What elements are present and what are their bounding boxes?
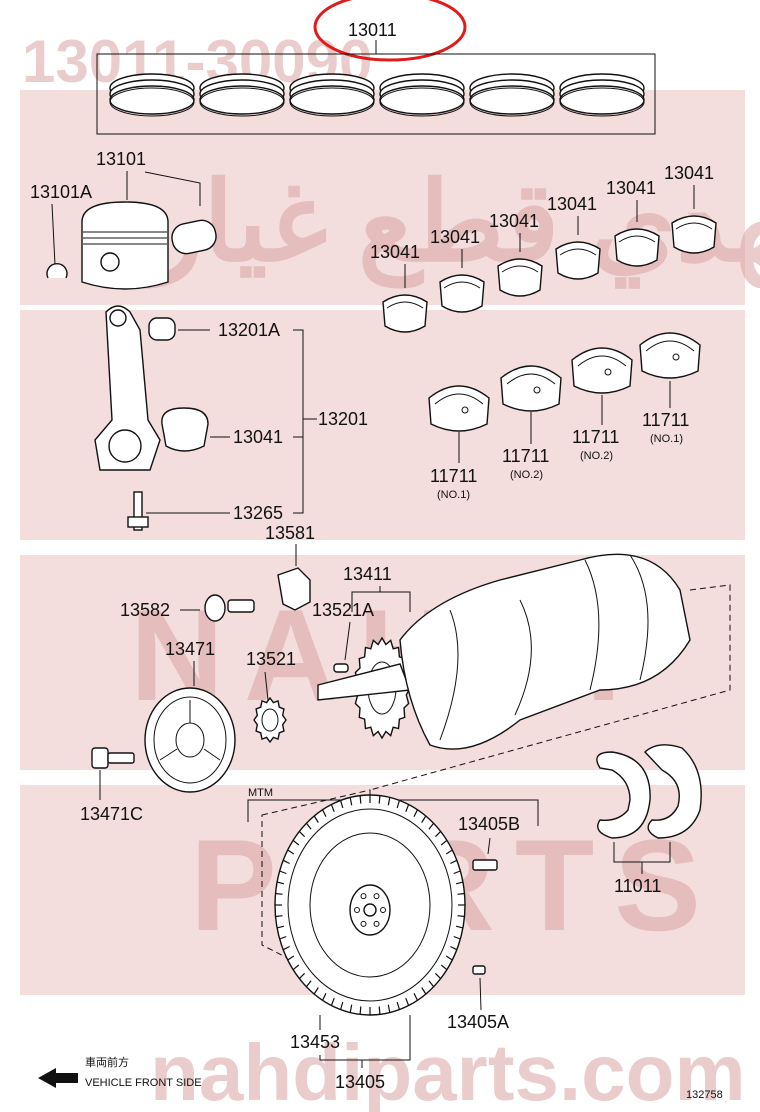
pulley-bolt-washer: [204, 594, 226, 622]
piston-pin: [171, 219, 217, 255]
callout-crankshaft: 13411: [343, 564, 392, 584]
callout-conrod-bearing-row: 13041: [430, 227, 480, 247]
front-arrow-icon: [38, 1068, 78, 1088]
callout-piston: 13101: [96, 149, 146, 169]
callout-piston-snap-ring: 13101A: [30, 182, 92, 202]
piston-ring: [559, 73, 645, 117]
flywheel-group: MTM 13405B 13405A 13453 13405: [247, 787, 539, 1092]
sensor-plate: [277, 567, 311, 611]
crankshaft: [399, 553, 691, 750]
highlight-circle: [313, 0, 467, 62]
piston-ring-set: 13011: [96, 0, 656, 135]
callout-main-bearing-4: 11711: [642, 410, 689, 430]
note-main-bearing-3: (NO.2): [580, 450, 613, 462]
callout-conrod-bush: 13201A: [218, 320, 280, 340]
conrod-bearing: [161, 407, 209, 452]
front-parts: 13581 13582 13521A: [120, 523, 374, 673]
conrod-bearing-shell: 13041: [489, 211, 543, 297]
figure-number: 132758: [686, 1089, 723, 1101]
callout-crank-pulley: 13471: [165, 639, 215, 659]
callout-crank-sprocket: 13521: [246, 649, 296, 669]
piston-ring: [109, 73, 195, 117]
callout-conrod-bearing-row: 13041: [664, 163, 714, 183]
callout-conrod-bearing-row: 13041: [489, 211, 539, 231]
conrod-bearing-shell: 13041: [370, 242, 428, 333]
conrod-bush: [148, 317, 176, 341]
crank-pulley-group: 13471 13521 13471C: [80, 639, 296, 824]
conrod-assembly: 13201A 13041 13265 13201: [94, 305, 368, 531]
callout-conrod-bearing: 13041: [233, 427, 283, 447]
thrust-washer-group: 11011: [596, 744, 702, 896]
piston-ring: [289, 73, 375, 117]
pulley-bolt-c: [91, 747, 109, 769]
conrod-bearing-shell: 13041: [606, 178, 660, 267]
snap-ring: [46, 262, 68, 279]
callout-main-bearing-3: 11711: [572, 427, 619, 447]
main-bearings: 11711 (NO.1) 11711 (NO.2) 11711 (NO.2) 1…: [428, 332, 701, 501]
crank-key: [333, 663, 349, 673]
callout-flywheel-gear: 13453: [290, 1032, 340, 1052]
thrust-washer-2: [644, 744, 702, 839]
conrod-bearing-shell: 13041: [547, 194, 601, 280]
piston-ring: [199, 73, 285, 117]
ring-set-frame: [96, 53, 656, 135]
callout-flywheel: 13405: [335, 1072, 385, 1092]
crank-pulley: [144, 687, 236, 793]
conrod-bearing-shell: 13041: [430, 227, 485, 313]
main-bearing-shell: [639, 332, 701, 379]
jp-direction-label: 車両前方: [85, 1055, 129, 1069]
flywheel-pin: [472, 965, 486, 975]
callout-pulley-bolt-c: 13471C: [80, 804, 143, 824]
callout-flywheel-pin: 13405A: [447, 1012, 509, 1032]
crank-nose: [317, 663, 411, 701]
piston-assembly: 13101 13101A: [30, 149, 217, 290]
connecting-rod: [94, 305, 161, 471]
main-bearing-shell: [500, 365, 562, 412]
flywheel-bolt: [472, 859, 498, 871]
callout-sensor-plate: 13581: [265, 523, 315, 543]
callout-flywheel-bolt: 13405B: [458, 814, 520, 834]
note-main-bearing-1: (NO.1): [437, 489, 470, 501]
callout-conrod-bearing-row: 13041: [547, 194, 597, 214]
note-main-bearing-4: (NO.1): [650, 433, 683, 445]
note-main-bearing-2: (NO.2): [510, 469, 543, 481]
watermark-arabic-brand: النهدي قطع غيار: [143, 161, 760, 289]
mtm-note: MTM: [248, 787, 273, 799]
callout-pulley-bolt: 13582: [120, 600, 170, 620]
crank-sprocket: [253, 696, 287, 744]
piston: [81, 201, 169, 290]
thrust-washer-1: [596, 751, 651, 839]
direction-label: VEHICLE FRONT SIDE: [85, 1077, 202, 1089]
callout-piston-ring-set: 13011: [348, 20, 397, 40]
callout-thrust-washer-set: 11011: [614, 876, 661, 896]
callout-conrod-bearing-row: 13041: [606, 178, 656, 198]
callout-crank-key: 13521A: [312, 600, 374, 620]
watermark-site: nahdiparts.com: [150, 1028, 746, 1112]
callout-main-bearing-1: 11711: [430, 466, 477, 486]
callout-conrod-bolt: 13265: [233, 503, 283, 523]
piston-ring: [379, 73, 465, 117]
piston-ring: [469, 73, 555, 117]
callout-main-bearing-2: 11711: [502, 446, 549, 466]
callout-conrod-assembly: 13201: [318, 409, 368, 429]
crankshaft-group: 13411: [317, 553, 731, 791]
callout-conrod-bearing-row: 13041: [370, 242, 420, 262]
pulley-bolt: [227, 599, 255, 613]
main-bearing-shell: [428, 385, 490, 432]
conrod-bearing-shell: 13041: [664, 163, 717, 254]
conrod-bearing-row: 13041 13041 13041 13041 13041 13041: [370, 163, 717, 333]
conrod-bolt: [133, 491, 143, 531]
main-bearing-shell: [571, 347, 633, 394]
footer: 車両前方 VEHICLE FRONT SIDE 132758: [38, 1055, 723, 1101]
